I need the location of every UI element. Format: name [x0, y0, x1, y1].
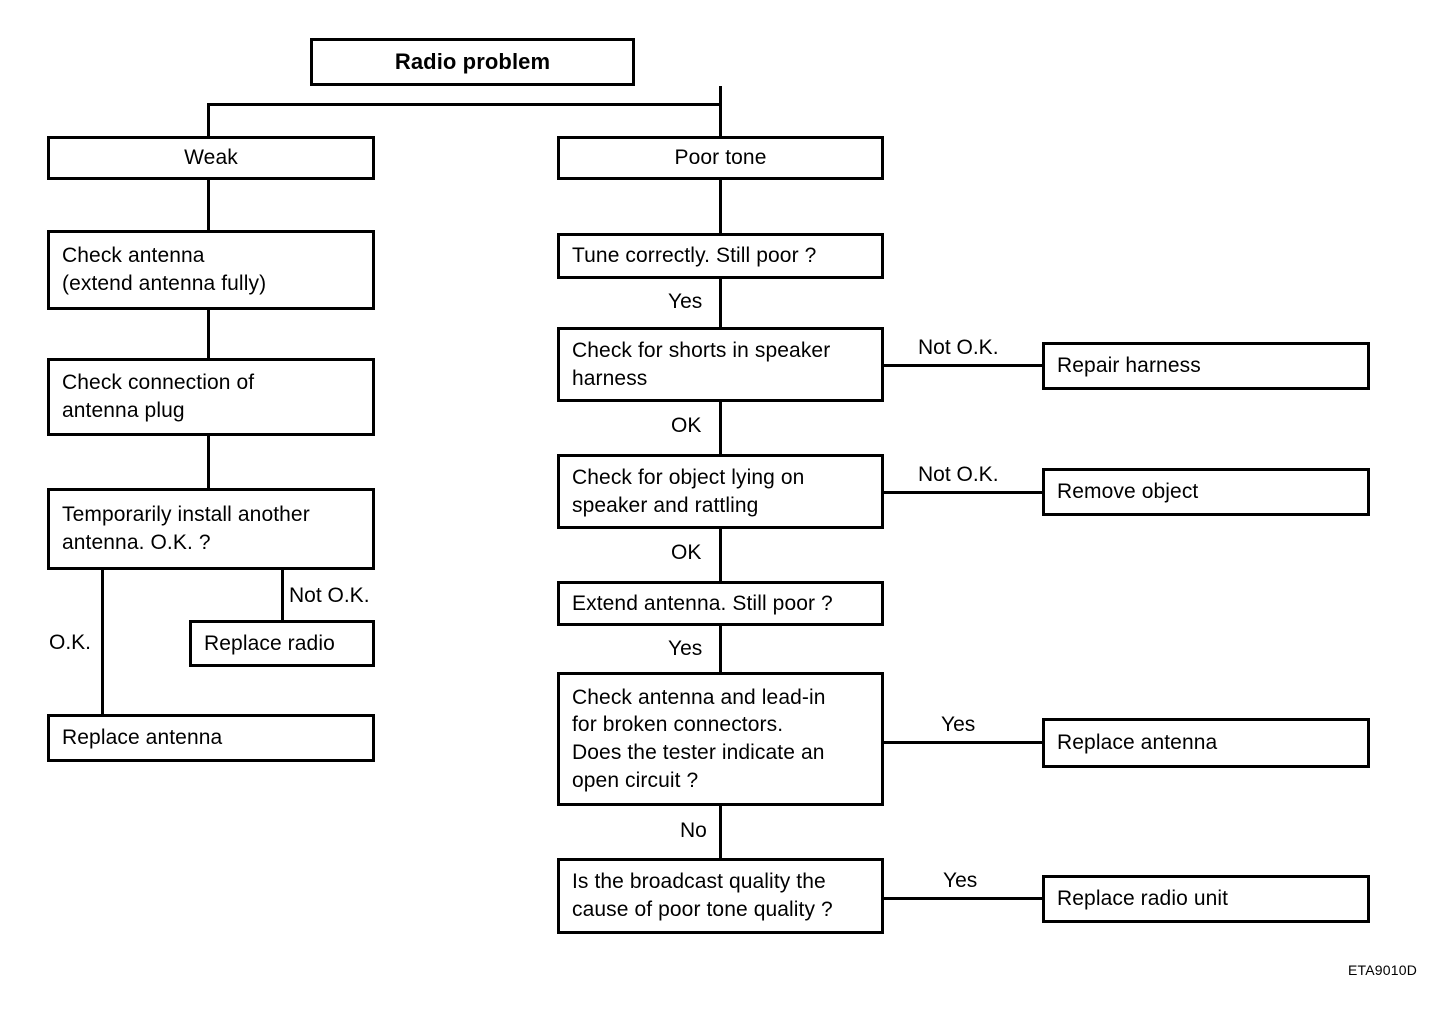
edge-label-left-not-ok: Not O.K. — [288, 584, 371, 607]
edge-label-ok-2: OK — [670, 541, 703, 564]
connector-root-stem — [719, 86, 722, 105]
node-repair-harness: Repair harness — [1042, 342, 1370, 390]
edge-label-left-ok: O.K. — [48, 631, 93, 654]
connector-bus-to-poor-tone — [719, 103, 722, 138]
node-check-shorts-speaker-harness: Check for shorts in speaker harness — [557, 327, 884, 402]
edge-label-yes-1: Yes — [667, 290, 704, 313]
node-check-connection: Check connection of antenna plug — [47, 358, 375, 436]
connector-broadcast-to-replace-radio-unit — [884, 897, 1042, 900]
edge-label-yes-2: Yes — [667, 637, 704, 660]
connector-check-antenna-to-check-connection — [207, 310, 210, 358]
edge-label-right-not-ok-1: Not O.K. — [917, 336, 1000, 359]
node-replace-antenna-left: Replace antenna — [47, 714, 375, 762]
connector-object-to-remove-object — [884, 491, 1042, 494]
node-check-antenna: Check antenna (extend antenna fully) — [47, 230, 375, 310]
node-broadcast-quality: Is the broadcast quality the cause of po… — [557, 858, 884, 934]
connector-check-connection-to-temp-install — [207, 436, 210, 488]
node-poor-tone: Poor tone — [557, 136, 884, 180]
node-replace-antenna-right: Replace antenna — [1042, 718, 1370, 768]
node-replace-radio: Replace radio — [189, 620, 375, 667]
connector-extend-to-check-lead-in — [719, 626, 722, 672]
connector-temp-install-notok — [281, 570, 284, 620]
node-check-object-on-speaker: Check for object lying on speaker and ra… — [557, 454, 884, 529]
node-temporarily-install-antenna: Temporarily install another antenna. O.K… — [47, 488, 375, 570]
node-extend-antenna: Extend antenna. Still poor ? — [557, 581, 884, 626]
edge-label-ok-1: OK — [670, 414, 703, 437]
node-tune-correctly: Tune correctly. Still poor ? — [557, 233, 884, 279]
node-remove-object: Remove object — [1042, 468, 1370, 516]
connector-lead-in-to-broadcast-quality — [719, 806, 722, 858]
node-weak: Weak — [47, 136, 375, 180]
connector-tune-to-check-shorts — [719, 279, 722, 327]
edge-label-right-not-ok-2: Not O.K. — [917, 463, 1000, 486]
node-check-antenna-lead-in: Check antenna and lead-in for broken con… — [557, 672, 884, 806]
connector-weak-to-check-antenna — [207, 180, 210, 230]
edge-label-right-yes-1: Yes — [940, 713, 977, 736]
connector-shorts-to-repair-harness — [884, 364, 1042, 367]
connector-root-bus — [207, 103, 722, 106]
connector-poor-tone-to-tune — [719, 180, 722, 233]
edge-label-right-yes-2: Yes — [942, 869, 979, 892]
node-radio-problem: Radio problem — [310, 38, 635, 86]
connector-bus-to-weak — [207, 103, 210, 138]
connector-object-to-extend-antenna — [719, 529, 722, 581]
connector-lead-in-to-replace-antenna — [884, 741, 1042, 744]
edge-label-no-1: No — [679, 819, 708, 842]
connector-shorts-to-check-object — [719, 402, 722, 454]
node-replace-radio-unit: Replace radio unit — [1042, 875, 1370, 923]
figure-id-label: ETA9010D — [1348, 962, 1418, 978]
connector-temp-install-ok — [101, 570, 104, 714]
